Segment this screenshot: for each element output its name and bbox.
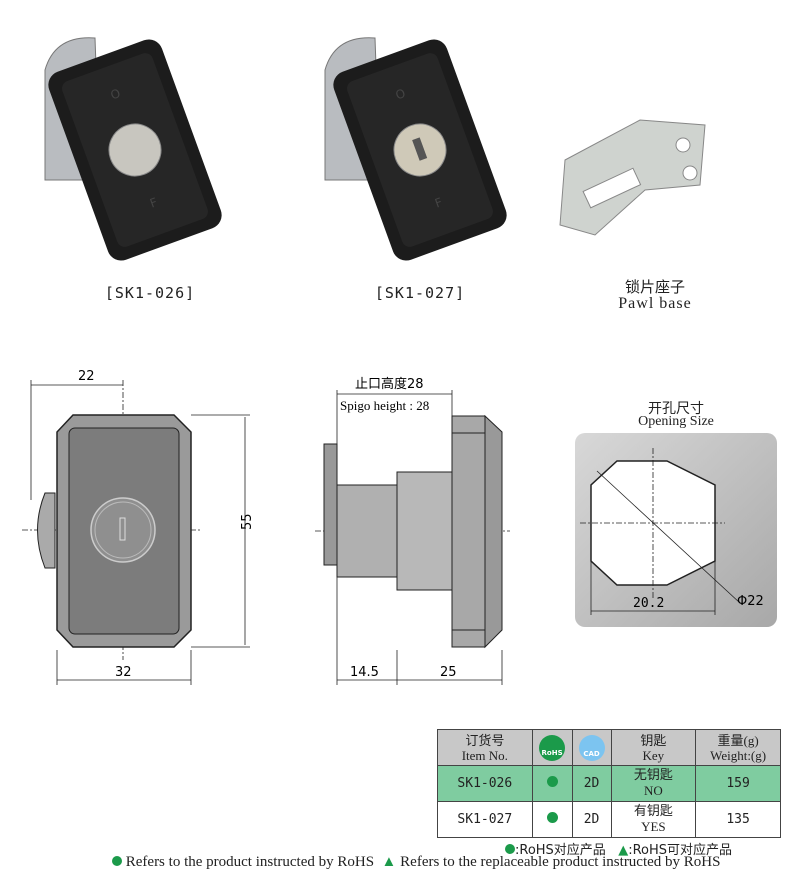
dim-14-5: 14.5 (350, 665, 379, 680)
svg-text:O: O (109, 86, 123, 102)
item-no: SK1-027 (437, 801, 533, 838)
pawl-base-label-en: Pawl base (618, 295, 692, 312)
rohs-icon: RoHS (539, 734, 566, 761)
sk1-027-label: [SK1-027] (374, 284, 466, 302)
opening-title-cn: 开孔尺寸 (648, 401, 704, 417)
header-rohs: RoHS (531, 729, 573, 766)
rohs-dot-icon (505, 844, 515, 854)
item-no: SK1-026 (437, 765, 533, 802)
cad-cell: 2D (571, 765, 612, 802)
pawl-base-photo (559, 119, 706, 236)
cad-icon: CAD (578, 734, 605, 761)
dim-55: 55 (240, 513, 255, 530)
side-view-drawing: 止口高度28 Spigo height : 28 14.5 25 (315, 376, 510, 685)
sk1-027-photo: O F (324, 37, 507, 261)
dim-32: 32 (115, 665, 132, 680)
pawl-base-label-cn: 锁片座子 (624, 278, 685, 296)
sk1-026-label: [SK1-026] (104, 284, 196, 302)
spigo-title-en: Spigo height : 28 (340, 398, 429, 413)
opening-title-en: Opening Size (638, 414, 714, 429)
svg-text:F: F (433, 195, 444, 211)
legend-line: :RoHS对应产品 ▲:RoHS可对应产品 (505, 839, 732, 858)
rohs-dot-icon (546, 776, 558, 787)
weight-cell: 135 (695, 801, 781, 838)
opening-size-drawing: 20.2 Φ22 (575, 433, 777, 627)
dim-22: 22 (78, 369, 95, 384)
rohs-dot-icon (546, 812, 558, 823)
front-view-drawing: 22 55 32 (22, 369, 255, 685)
dim-20-2: 20.2 (633, 596, 664, 611)
svg-text:O: O (394, 86, 408, 102)
svg-text:F: F (148, 195, 159, 211)
triangle-icon: ▲ (618, 843, 629, 858)
header-cad: CAD (571, 729, 612, 766)
weight-cell: 159 (695, 765, 781, 802)
triangle-icon: ▲ (381, 854, 397, 870)
cad-cell: 2D (571, 801, 612, 838)
header-weight: 重量(g)Weight:(g) (695, 729, 781, 766)
dim-phi-22: Φ22 (737, 594, 764, 609)
spigo-title-cn: 止口高度28 (355, 376, 424, 392)
rohs-cell (531, 765, 573, 802)
sk1-026-photo: O F (44, 37, 222, 261)
dim-25: 25 (440, 665, 457, 680)
rohs-dot-icon (112, 856, 122, 866)
footer-line: Refers to the product instructed by RoHS… (112, 854, 720, 871)
rohs-cell (531, 801, 573, 838)
